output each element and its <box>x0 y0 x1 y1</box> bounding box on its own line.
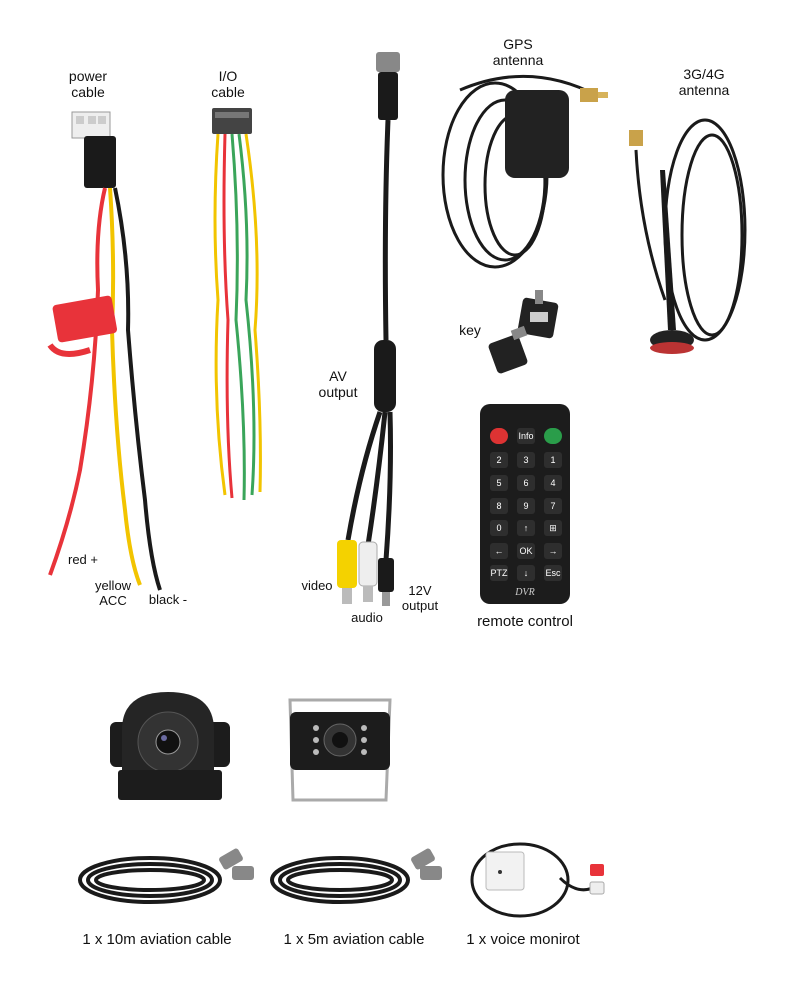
power-cable-label-line2: cable <box>71 84 105 100</box>
remote-key-label: ⊞ <box>549 523 557 533</box>
gps-antenna-label-line1: GPS <box>503 36 533 52</box>
remote-key-3-1 <box>517 498 535 514</box>
aviation-cable-5m-image <box>270 848 442 904</box>
remote-key-label: 4 <box>550 478 555 488</box>
remote-key-label: 8 <box>496 501 501 511</box>
remote-key-6-2 <box>544 565 562 581</box>
red-wire-label: red + <box>68 552 98 567</box>
keys-image <box>488 290 559 374</box>
gps-antenna-label-line2: antenna <box>492 52 544 68</box>
power-cable-label-line1: power <box>68 68 108 84</box>
remote-control-image: Info 2 3 1 5 6 4 8 9 7 0 ↑ ⊞ ← OK → PTZ ↓ Esc DVR <box>480 404 570 604</box>
voice-monitor-image <box>470 842 605 918</box>
remote-key-label: 5 <box>496 478 501 488</box>
io-cable-label-line1: I/O <box>218 68 238 84</box>
remote-key-2-0 <box>490 475 508 491</box>
av-output-label: AV output <box>306 368 370 400</box>
av-output-label-line2: output <box>318 384 358 400</box>
remote-key-4-1 <box>517 520 535 536</box>
power-cable-label: power cable <box>58 68 118 100</box>
remote-key-3-2 <box>544 498 562 514</box>
voice-monitor-caption: 1 x voice monirot <box>466 931 580 948</box>
box-camera-image <box>288 698 392 802</box>
remote-key-label: 1 <box>550 455 555 465</box>
remote-key-label: 0 <box>496 523 501 533</box>
12v-output-label-line2: output <box>401 598 439 613</box>
yellow-acc-label-line1: yellow <box>94 578 132 593</box>
cable-5m-caption: 1 x 5m aviation cable <box>283 931 425 948</box>
io-cable-image <box>212 108 262 501</box>
remote-control-label: remote control <box>477 613 573 630</box>
cable-10m-caption: 1 x 10m aviation cable <box>82 931 232 948</box>
remote-key-5-1 <box>517 543 535 559</box>
key-label: key <box>459 322 481 338</box>
remote-key-label: 3 <box>523 455 528 465</box>
remote-key-2-2 <box>544 475 562 491</box>
audio-label: audio <box>351 610 383 625</box>
remote-key-1-1 <box>517 452 535 468</box>
remote-key-5-2 <box>544 543 562 559</box>
12v-output-label-line1: 12V <box>408 583 432 598</box>
io-cable-label-line2: cable <box>211 84 245 100</box>
3g4g-antenna-label: 3G/4G antenna <box>666 66 742 98</box>
remote-key-0-2 <box>544 428 562 444</box>
remote-brand-text: DVR <box>514 587 534 598</box>
remote-key-1-0 <box>490 452 508 468</box>
av-output-cable-image <box>337 52 400 606</box>
remote-key-6-1 <box>517 565 535 581</box>
dome-camera-image <box>110 692 230 800</box>
remote-key-label: PTZ <box>491 568 509 578</box>
3g4g-antenna-label-line1: 3G/4G <box>683 66 725 82</box>
remote-key-label: 9 <box>523 501 528 511</box>
remote-key-1-2 <box>544 452 562 468</box>
yellow-acc-label: yellow ACC <box>86 578 140 608</box>
remote-key-label: 2 <box>496 455 501 465</box>
remote-key-label: ← <box>495 546 504 556</box>
remote-key-label: ↑ <box>524 523 529 533</box>
remote-key-label: ↓ <box>524 568 529 578</box>
remote-key-3-0 <box>490 498 508 514</box>
remote-key-label: Info <box>518 431 533 441</box>
io-cable-label: I/O cable <box>198 68 258 100</box>
gps-antenna-image <box>441 74 608 269</box>
3g4g-antenna-image <box>629 118 747 354</box>
yellow-acc-label-line2: ACC <box>99 593 127 608</box>
remote-key-label: OK <box>519 546 532 556</box>
remote-key-2-1 <box>517 475 535 491</box>
aviation-cable-10m-image <box>78 848 254 904</box>
av-output-label-line1: AV <box>329 368 347 384</box>
gps-antenna-label: GPS antenna <box>483 36 553 68</box>
video-label: video <box>301 578 333 593</box>
remote-key-4-0 <box>490 520 508 536</box>
remote-key-label: → <box>549 546 558 556</box>
remote-key-label: 6 <box>523 478 528 488</box>
3g4g-antenna-label-line2: antenna <box>678 82 730 98</box>
remote-key-0-1 <box>517 428 535 444</box>
power-cable-image <box>47 111 162 591</box>
12v-output-label: 12V output <box>392 583 448 613</box>
remote-key-0-0 <box>490 428 508 444</box>
black-wire-label: black - <box>148 592 188 607</box>
remote-key-4-2 <box>544 520 562 536</box>
remote-key-label: Esc <box>545 568 561 578</box>
remote-key-6-0 <box>490 565 508 581</box>
remote-key-5-0 <box>490 543 508 559</box>
remote-key-label: 7 <box>550 501 555 511</box>
